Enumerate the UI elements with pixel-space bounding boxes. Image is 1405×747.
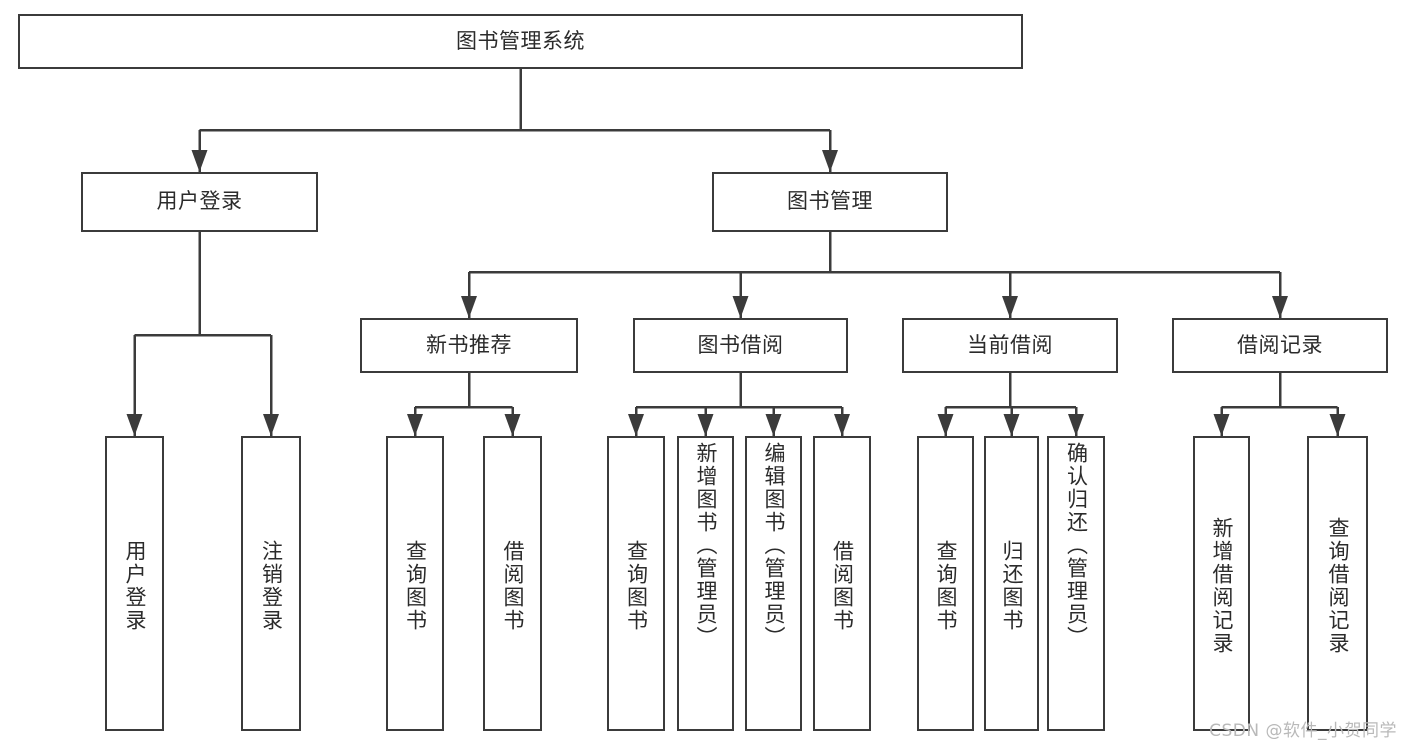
arrowhead-icon: [263, 414, 279, 436]
arrowhead-icon: [1002, 296, 1018, 318]
arrowhead-icon: [126, 414, 143, 436]
arrowhead-icon: [937, 414, 954, 436]
node-label: 查询图书: [934, 539, 958, 632]
arrowhead-icon: [697, 414, 714, 436]
node-label: 查询图书: [403, 539, 428, 632]
node-label: 查询借阅记录: [1326, 516, 1350, 655]
node-label: 借阅图书: [830, 539, 855, 632]
node-leaf-borrow-query[interactable]: 查询图书: [607, 436, 665, 731]
node-leaf-rec-query2[interactable]: 查询借阅记录: [1307, 436, 1368, 731]
arrowhead-icon: [1003, 414, 1020, 436]
node-book-borrow[interactable]: 图书借阅: [633, 318, 848, 373]
node-label: 图书管理系统: [456, 28, 585, 53]
arrowhead-icon: [191, 150, 208, 172]
node-label: 用户登录: [123, 539, 147, 632]
node-leaf-user-logout[interactable]: 注销登录: [241, 436, 301, 731]
node-leaf-book-borrow[interactable]: 借阅图书: [813, 436, 871, 731]
watermark-text: CSDN @软件_小贺同学: [1209, 721, 1397, 741]
node-label: 当前借阅: [967, 332, 1053, 357]
node-label: 新书推荐: [426, 332, 512, 357]
node-leaf-book-edit[interactable]: 编辑图书（管理员）: [745, 436, 802, 731]
node-label: 借阅图书: [501, 539, 525, 632]
node-leaf-cur-query[interactable]: 查询图书: [917, 436, 974, 731]
node-leaf-rec-add[interactable]: 新增借阅记录: [1193, 436, 1250, 731]
node-leaf-rec-query[interactable]: 查询图书: [386, 436, 444, 731]
arrowhead-icon: [1329, 414, 1346, 436]
arrowhead-icon: [765, 414, 782, 436]
arrowhead-icon: [732, 296, 749, 318]
node-current-borrow[interactable]: 当前借阅: [902, 318, 1118, 373]
node-label: 图书管理: [787, 189, 873, 214]
node-leaf-cur-confirm[interactable]: 确认归还（管理员）: [1047, 436, 1105, 731]
node-leaf-book-add[interactable]: 新增图书（管理员）: [677, 436, 734, 731]
arrowhead-icon: [1068, 414, 1084, 436]
node-label: 编辑图书（管理员）: [762, 442, 786, 649]
arrowhead-icon: [1272, 296, 1288, 318]
node-label: 查询图书: [624, 539, 649, 632]
arrowhead-icon: [822, 150, 838, 172]
arrowhead-icon: [1213, 414, 1230, 436]
node-borrow-record[interactable]: 借阅记录: [1172, 318, 1388, 373]
node-label: 新增借阅记录: [1210, 516, 1234, 655]
node-label: 用户登录: [156, 189, 243, 214]
arrowhead-icon: [628, 414, 644, 436]
arrowhead-icon: [407, 414, 423, 436]
node-label: 借阅记录: [1237, 332, 1323, 357]
arrowhead-icon: [461, 296, 477, 318]
node-book-manage[interactable]: 图书管理: [712, 172, 948, 232]
node-label: 新增图书（管理员）: [694, 442, 718, 649]
node-new-book-rec[interactable]: 新书推荐: [360, 318, 578, 373]
node-label: 归还图书: [1000, 539, 1024, 632]
node-label: 图书借阅: [697, 332, 784, 357]
node-label: 注销登录: [259, 539, 284, 632]
node-leaf-rec-borrow[interactable]: 借阅图书: [483, 436, 542, 731]
arrowhead-icon: [504, 414, 521, 436]
node-user-login[interactable]: 用户登录: [81, 172, 318, 232]
node-label: 确认归还（管理员）: [1064, 442, 1089, 649]
node-leaf-user-login[interactable]: 用户登录: [105, 436, 164, 731]
node-root[interactable]: 图书管理系统: [18, 14, 1023, 69]
node-leaf-cur-return[interactable]: 归还图书: [984, 436, 1039, 731]
arrowhead-icon: [834, 414, 850, 436]
